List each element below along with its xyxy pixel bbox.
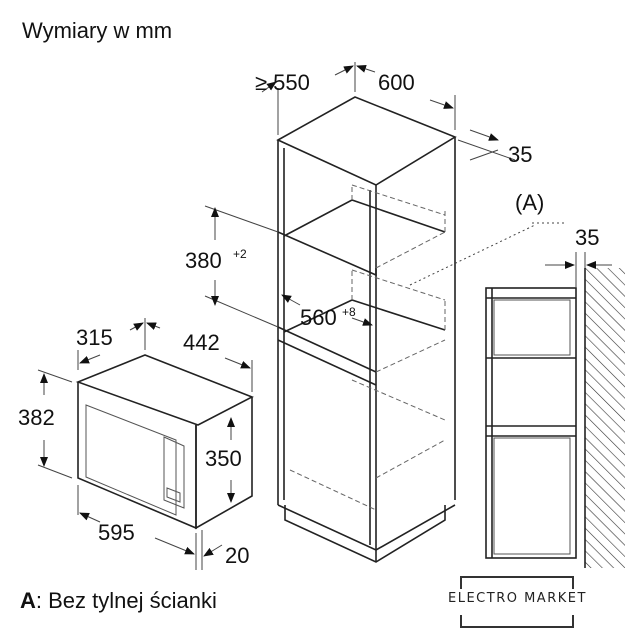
depth-min-label: ≥ 550 [255, 70, 310, 95]
wall-35-label: 35 [575, 225, 599, 250]
mw-depth-label: 315 [76, 325, 113, 350]
mw-front-depth-label: 20 [225, 543, 249, 568]
microwave [75, 354, 254, 530]
dimension-lines [37, 62, 612, 570]
niche-height-tolerance: +2 [233, 247, 247, 261]
legend-key: A [20, 588, 36, 613]
logo-text: ELECTRO MARKET [448, 591, 587, 606]
niche-width-label: 560 [300, 305, 337, 330]
niche-width-tolerance: +8 [342, 305, 356, 319]
electro-market-logo: ELECTRO MARKET [448, 576, 585, 628]
mw-width-label: 442 [183, 330, 220, 355]
mw-height-label: 382 [18, 405, 55, 430]
page-title: Wymiary w mm [22, 18, 173, 43]
legend-text: : Bez tylnej ścianki [35, 588, 217, 613]
width-label: 600 [378, 70, 415, 95]
label-a: (A) [515, 190, 544, 215]
side-35-label: 35 [508, 142, 532, 167]
mw-front-width-label: 595 [98, 520, 135, 545]
side-view [485, 268, 625, 568]
mw-inner-height-label: 350 [205, 446, 242, 471]
legend: A: Bez tylnej ścianki [20, 588, 217, 614]
tall-cabinet [276, 96, 457, 563]
niche-height-label: 380 [185, 248, 222, 273]
